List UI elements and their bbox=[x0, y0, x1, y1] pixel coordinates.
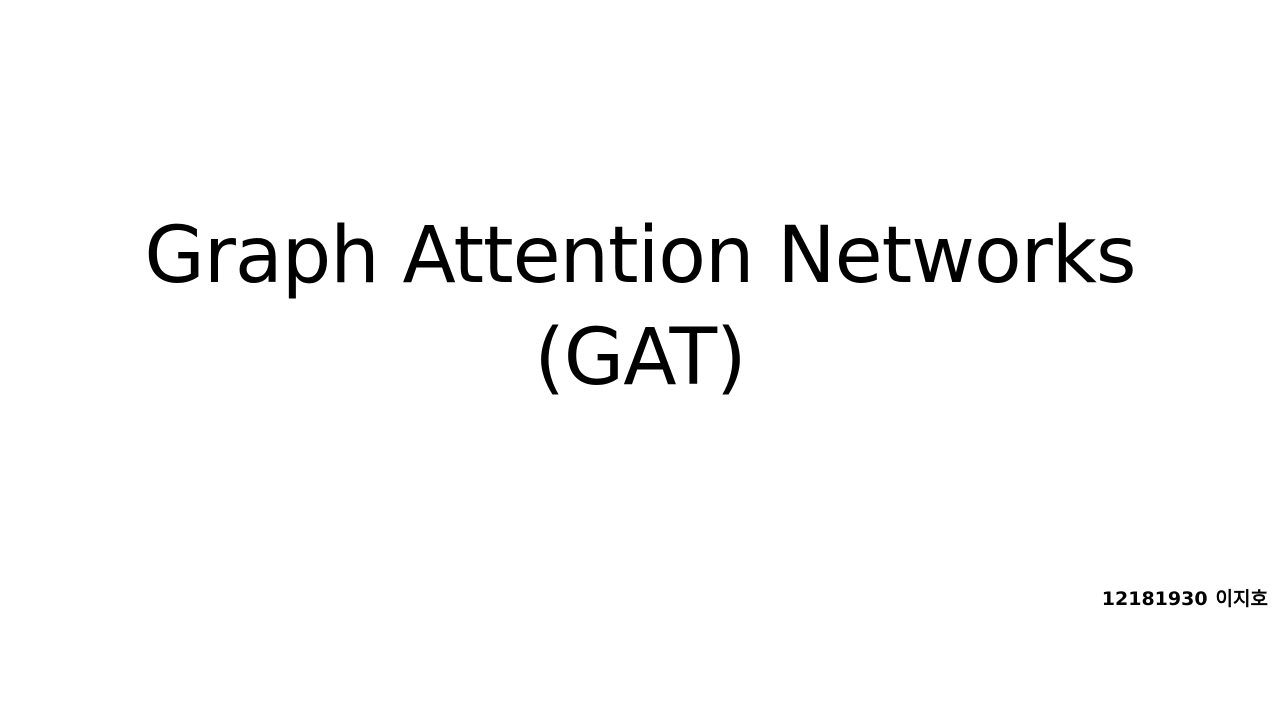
title-line-2: (GAT) bbox=[534, 313, 746, 403]
author-name: 이지호 bbox=[1215, 588, 1268, 610]
author-info: 12181930 이지호 bbox=[1102, 586, 1268, 612]
title-line-1: Graph Attention Networks bbox=[144, 211, 1136, 301]
author-id: 12181930 bbox=[1101, 588, 1208, 610]
slide-title: Graph Attention Networks (GAT) bbox=[0, 205, 1280, 409]
